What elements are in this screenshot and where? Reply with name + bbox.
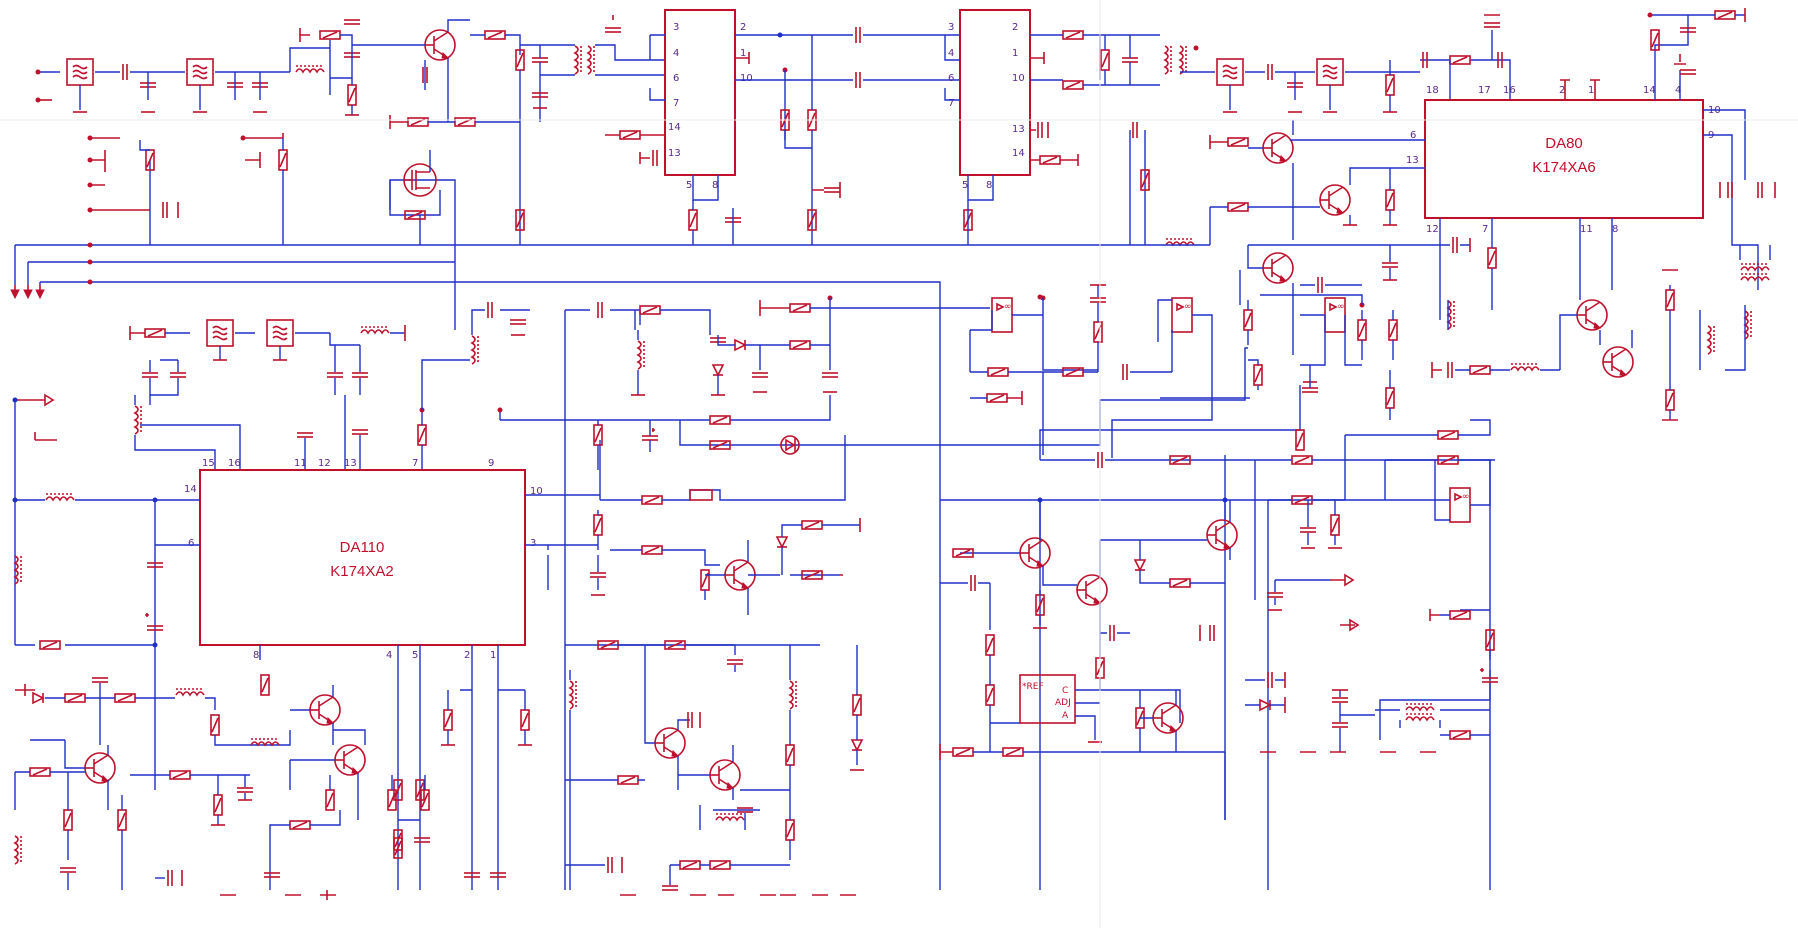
da80-pin-label: 11: [1580, 224, 1593, 235]
da110-pin-label: 15: [202, 458, 215, 469]
da80-pin-label: 4: [1675, 85, 1681, 96]
u1-pin-label: 1: [740, 48, 746, 59]
u2-pin-label: 8: [986, 180, 992, 191]
da80-pin-label: 8: [1612, 224, 1618, 235]
da110-pin-label: 14: [184, 484, 197, 495]
da80-pin-label: 13: [1406, 155, 1419, 166]
u2-pin-label: 4: [948, 48, 954, 59]
da110-pin-label: 4: [386, 650, 392, 661]
da110-pin-label: 12: [318, 458, 331, 469]
da110-pin-label: 11: [294, 458, 307, 469]
da80-pin-label: 17: [1478, 85, 1491, 96]
da80-ic: DA80 K174XA6 18 17 16 2 1 14 4 10 9 6 13…: [1406, 8, 1776, 421]
da80-name: DA80: [1545, 135, 1583, 152]
u1-pin-label: 10: [740, 73, 753, 84]
u1-pin-label: 8: [712, 180, 718, 191]
da110-pin-label: 2: [464, 650, 470, 661]
da110-ic: DA110 K174XA2 15 16 11 12 13 7 9 14 6 10…: [12, 347, 1248, 890]
u2-pin-label: 13: [1012, 124, 1025, 135]
u2-pin-label: 1: [1012, 48, 1018, 59]
u1-pin-label: 5: [686, 180, 692, 191]
u2-pin-label: 6: [948, 73, 954, 84]
da110-pin-label: 3: [530, 538, 536, 549]
da110-pin-label: 10: [530, 486, 543, 497]
u2-pin-label: 3: [948, 22, 954, 33]
da80-pin-label: 6: [1410, 130, 1416, 141]
u2-pin-label: 10: [1012, 73, 1025, 84]
da110-pin-label: 16: [228, 458, 241, 469]
da110-pin-label: 6: [188, 538, 194, 549]
da80-pin-label: 1: [1588, 85, 1594, 96]
bus-wiring: [10, 122, 1210, 890]
if-filter-chain: [1180, 14, 1511, 113]
mixer-ic-2: 3 4 6 7 2 1 10 13 14 5 8: [944, 9, 1199, 245]
u1-pin-label: 7: [673, 98, 679, 109]
da80-pin-label: 2: [1559, 85, 1565, 96]
da110-part: K174XA2: [330, 563, 393, 580]
da110-pin-label: 13: [344, 458, 357, 469]
u1-pin-label: 6: [673, 73, 679, 84]
ref-pin-label: A: [1062, 711, 1069, 721]
u1-pin-label: 2: [740, 22, 746, 33]
rf-input-section: [35, 15, 665, 129]
da80-pin-label: 14: [1643, 85, 1656, 96]
ref-pin-label: C: [1062, 686, 1068, 696]
opamp-chain: [830, 270, 1395, 460]
right-column: [1245, 460, 1499, 890]
da110-pin-label: 8: [253, 650, 259, 661]
u2-pin-label: 14: [1012, 148, 1025, 159]
mosfet-switch: [389, 150, 441, 245]
da110-pin-label: 7: [412, 458, 418, 469]
ref-pin-label: ADJ: [1055, 698, 1071, 708]
da80-pin-label: 18: [1426, 85, 1439, 96]
da110-pin-label: 5: [412, 650, 418, 661]
u2-pin-label: 7: [948, 98, 954, 109]
u2-pin-label: 5: [962, 180, 968, 191]
da110-pin-label: 1: [490, 650, 496, 661]
da80-part: K174XA6: [1532, 159, 1595, 176]
da110-input-section: [129, 295, 839, 470]
da80-pin-label: 16: [1503, 85, 1516, 96]
da110-name: DA110: [340, 539, 385, 556]
u1-pin-label: 14: [668, 122, 681, 133]
audio-section: [14, 677, 430, 900]
u2-pin-label: 2: [1012, 22, 1018, 33]
mixer-ic-1: 3 4 6 7 14 13 2 1 10 5 8: [605, 9, 960, 245]
ref-label: *REF: [1022, 682, 1044, 692]
regulator-section: *REF C ADJ A: [939, 419, 1495, 890]
u1-pin-label: 3: [673, 22, 679, 33]
da80-pin-label: 7: [1482, 224, 1488, 235]
da110-pin-label: 9: [488, 458, 494, 469]
u1-pin-label: 4: [673, 48, 679, 59]
lower-middle-section: [564, 310, 865, 896]
da80-transistors: [1165, 120, 1634, 390]
u1-pin-label: 13: [668, 148, 681, 159]
da80-pin-label: 12: [1426, 224, 1439, 235]
